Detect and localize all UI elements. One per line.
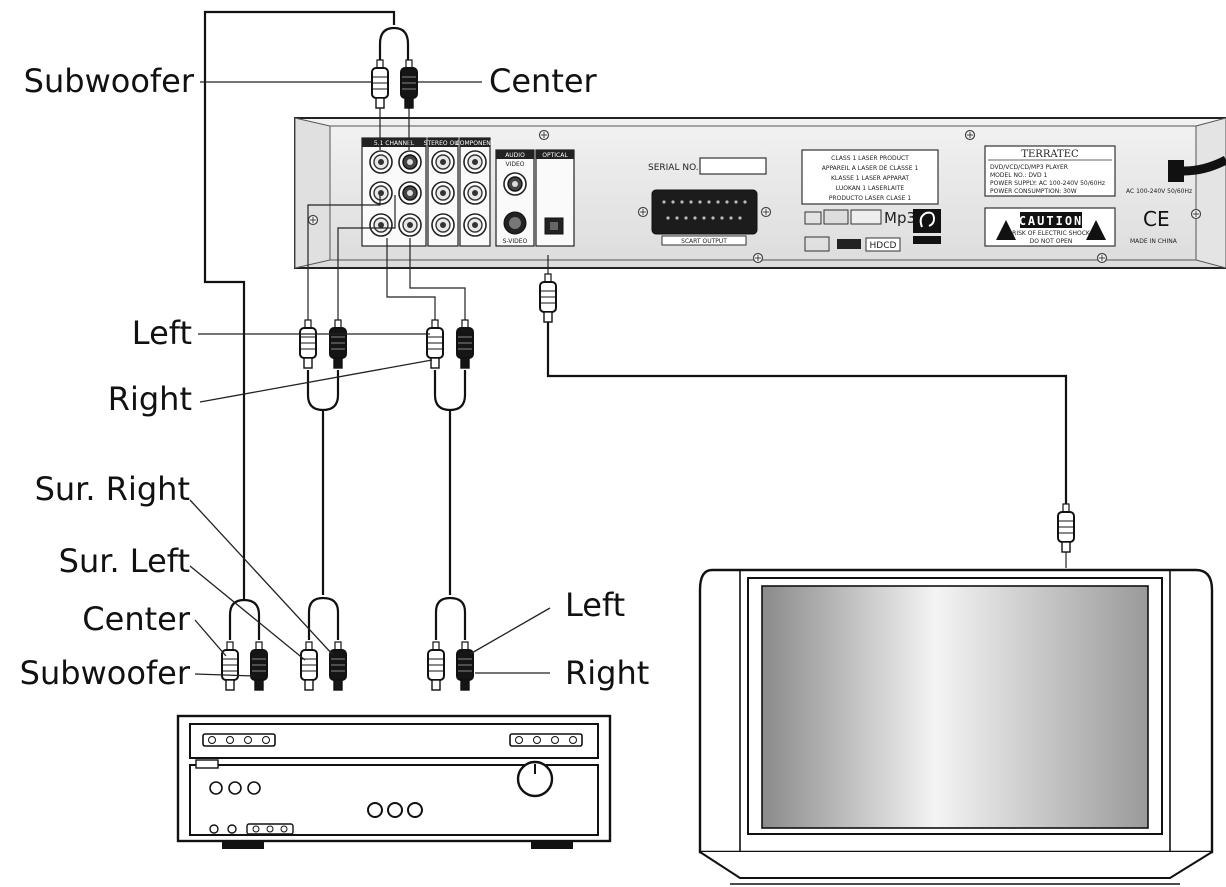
label-amp-right: Right [565,654,649,692]
plug-sur-right-amp [329,641,347,691]
plug-right-1 [329,319,347,369]
plug-subwoofer-amp [250,641,268,691]
warning-triangle-icon [1086,220,1106,240]
format-logos: Mp3 HDCD [804,209,941,252]
caution-sub-2: DO NOT OPEN [1030,238,1073,245]
leader-lines [189,81,551,677]
label-sur-right: Sur. Right [35,470,190,508]
volume-knob [516,760,554,798]
label-bottom-subwoofer: Subwoofer [20,654,191,692]
brand-name: TERRATEC [1021,149,1079,160]
plug-left-1 [299,319,317,369]
mp3-logo: Mp3 [884,209,916,227]
label-amp-left: Left [565,586,625,624]
group-label-component: COMPONENT [456,140,495,147]
serial-label: SERIAL NO. [648,163,699,173]
video-cable [546,255,1068,568]
plug-left-amp [427,641,445,691]
label-left: Left [132,314,192,352]
group-label-stereo: STEREO OUT [424,140,463,147]
center-subwoofer-cable [203,10,410,640]
warning-triangle-icon [996,220,1016,240]
group-label-optical: OPTICAL [542,152,568,159]
power-label: AC 100-240V 50/60Hz [1126,188,1192,195]
laser-line-1: CLASS 1 LASER PRODUCT [831,155,909,162]
serial-box [699,157,767,175]
connection-labels: Subwoofer Center Left Right Sur. Right S… [20,62,650,692]
front-pair-cable [306,195,396,640]
brand-info-4: POWER CONSUMPTION: 30W [990,188,1077,195]
laser-line-5: PRODUCTO LASER CLASE 1 [829,195,912,202]
label-right: Right [108,380,192,418]
scart-connector: SCART OUTPUT [637,189,772,246]
label-top-center: Center [489,62,598,100]
caution-sub-1: RISK OF ELECTRIC SHOCK [1012,230,1091,237]
plug-sur-left-amp [300,641,318,691]
label-sur-left: Sur. Left [59,542,190,580]
av-receiver [176,714,612,849]
brand-plate [984,145,1116,197]
video-label: VIDEO [505,161,524,168]
group-label-5-1: 5.1 CHANNEL [374,140,415,147]
television [698,568,1214,885]
brand-info-1: DVD/VCD/CD/MP3 PLAYER [990,164,1068,171]
ce-mark: CE [1143,207,1170,231]
brand-info-2: MODEL NO.: DVD 1 [990,172,1048,179]
label-bottom-center: Center [82,600,191,638]
plug-center-top [400,59,418,109]
laser-notice-box [801,149,939,205]
plug-video-tv [1057,503,1075,553]
plug-center-amp [221,641,239,691]
plug-right-2 [456,319,474,369]
plug-subwoofer-top [371,59,389,109]
svideo-label: S-VIDEO [503,238,528,245]
laser-line-3: KLASSE 1 LASER APPARAT [831,175,909,182]
laser-line-2: APPAREIL A LASER DE CLASSE 1 [822,165,919,172]
caution-label: CAUTION [1019,214,1084,228]
power-cord [1168,155,1226,182]
surround-pair-cable [386,238,467,640]
hdcd-logo: HDCD [870,241,897,251]
made-in-label: MADE IN CHINA [1130,238,1178,245]
group-label-audio: AUDIO [505,152,525,159]
tv-screen [761,585,1149,829]
brand-info-3: POWER SUPPLY: AC 100-240V 50/60Hz [990,180,1105,187]
plug-right-amp [456,641,474,691]
plug-video-top [539,273,557,323]
label-top-subwoofer: Subwoofer [24,62,195,100]
dvd-player-rear-panel: 5.1 CHANNEL STEREO OUT COMPONENT AUDIO V… [294,117,1226,269]
laser-line-4: LUOKAN 1 LASERLAITE [836,185,905,192]
scart-label: SCART OUTPUT [681,238,727,245]
